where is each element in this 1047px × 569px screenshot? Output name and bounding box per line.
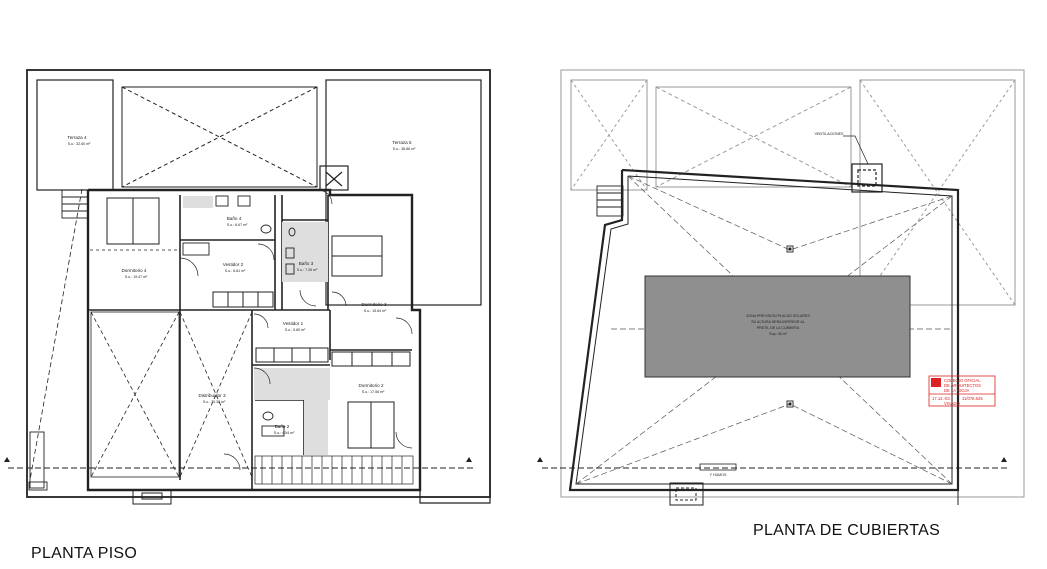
roof-section-marker-right — [1001, 457, 1007, 462]
terraza4-name: Terraza 4 — [67, 135, 87, 140]
roof-drains — [786, 245, 794, 408]
dormitorio3-name: Dormitorio 3 — [361, 302, 386, 307]
terraza5-area: S.u.: 38.86 m² — [393, 147, 416, 151]
chimney — [132, 489, 172, 505]
terraza5-name: Terraza 5 — [392, 140, 412, 145]
bano4-area: S.u.: 6.67 m² — [227, 223, 248, 227]
stamp-texts: COLEGIO OFICIAL DE ARQUITECTOS DE LA RIO… — [932, 378, 983, 406]
wardrobes — [212, 291, 411, 367]
bano3-area: S.u.: 7.26 m² — [297, 268, 318, 272]
solar-panel-zone — [644, 275, 911, 378]
bano2-name: Baño 2 — [275, 424, 290, 429]
vestidor1-area: S.u.: 5.80 m² — [285, 328, 306, 332]
distribuidor3-area: S.u.: 79.38 m² — [203, 400, 226, 404]
stamp-line2: DE ARQUITECTOS — [944, 383, 981, 388]
voids-lower — [90, 249, 253, 478]
smoke-label: Y HUMOS — [710, 473, 727, 477]
terraza4-area: S.u.: 32.60 m² — [68, 142, 91, 146]
roof-balcony — [596, 185, 624, 217]
roof-labels: VENTILACIONES ZONA PREVISION PLACAS SOLA… — [710, 132, 844, 477]
solar-zone-line1: ZONA PREVISION PLACAS SOLARES — [746, 314, 810, 318]
stamp-status: VISADO — [944, 401, 961, 406]
roof-plan-title: PLANTA DE CUBIERTAS — [753, 522, 941, 539]
dormitorio3-area: S.u.: 15.64 m² — [364, 309, 387, 313]
vestidor2-area: S.u.: 6.81 m² — [225, 269, 246, 273]
floor-room-labels: Terraza 4 S.u.: 32.60 m² Terraza 5 S.u.:… — [67, 135, 416, 435]
floor-plan-title: PLANTA PISO — [31, 545, 138, 562]
dormitorio2-area: S.u.: 17.56 m² — [362, 390, 385, 394]
balcony-left — [28, 189, 89, 491]
stamp-number: 11/076.625 — [962, 396, 983, 401]
stamp-line3: DE LA RIOJA — [944, 388, 970, 393]
void-with-cross — [121, 86, 318, 188]
sanitary-fixtures — [182, 195, 296, 437]
vestidor1-name: Vestidor 1 — [283, 321, 304, 326]
bano3-name: Baño 3 — [299, 261, 314, 266]
bano4-name: Baño 4 — [227, 216, 242, 221]
stamp-line1: COLEGIO OFICIAL — [944, 378, 981, 383]
bano2-area: S.u.: 4.54 m² — [274, 431, 295, 435]
interior-partitions — [88, 195, 412, 490]
section-marker-right — [466, 457, 472, 462]
dormitorio2-name: Dormitorio 2 — [358, 383, 383, 388]
right-step — [419, 70, 491, 504]
dormitorio4-name: Dormitorio 4 — [121, 268, 146, 273]
dormitorio4-area: S.u.: 19.47 m² — [125, 275, 148, 279]
floor-plan-drawing — [4, 69, 491, 505]
ventilation-label: VENTILACIONES — [815, 132, 844, 136]
roof-section-marker-left — [537, 457, 543, 462]
ghost-outlines — [560, 69, 1025, 498]
staircase — [254, 455, 414, 485]
vent-shaft — [319, 165, 349, 191]
section-marker-left — [4, 457, 10, 462]
solar-zone-line2: SU ALTURA SERA INFERIOR AL — [751, 320, 804, 324]
ventilation-shaft — [843, 135, 883, 193]
terrace-5-outline — [325, 79, 482, 306]
roof-chimney — [669, 463, 737, 506]
door-swings — [179, 189, 413, 471]
solar-zone-line3: PRETIL DE LA CUBIERTA — [757, 326, 800, 330]
roof-plan-drawing — [537, 69, 1025, 506]
vestidor2-name: Vestidor 2 — [223, 262, 244, 267]
distribuidor3-name: Distribuidor 3 — [198, 393, 226, 398]
solar-zone-line4: Sup: 36 m² — [769, 332, 787, 336]
beds — [106, 197, 395, 449]
building-walls — [86, 188, 422, 492]
wet-zones — [183, 196, 330, 455]
roof-outline — [568, 168, 960, 505]
stamp-date: 17.12.-03 — [932, 396, 950, 401]
approval-stamp — [928, 375, 996, 407]
